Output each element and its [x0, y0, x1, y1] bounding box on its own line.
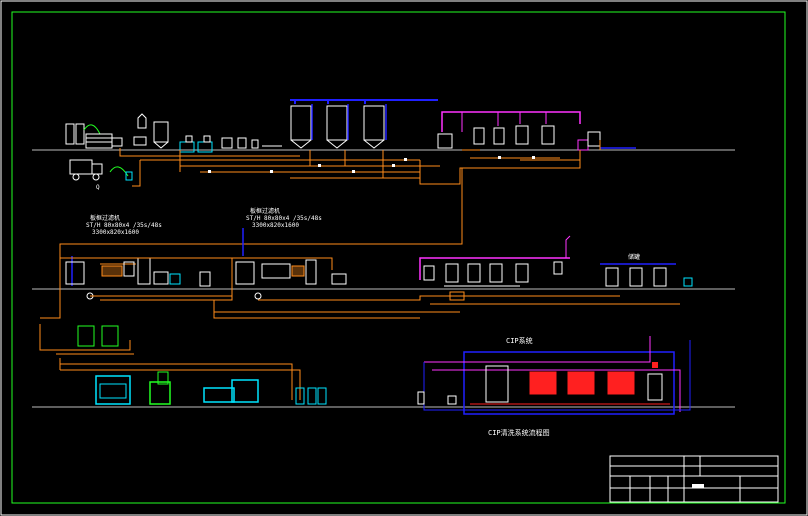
- title-block: [609, 455, 779, 503]
- line1-title: 板框过滤机: [90, 215, 121, 222]
- row3-left-units: [40, 325, 327, 405]
- line1-spec-a: ST/H 80x80x4 /35s/48s: [86, 222, 162, 229]
- row2-piping: [39, 257, 680, 351]
- tanks-right-title: 储罐: [628, 254, 641, 261]
- cip-bottom-label: CIP清洗系统流程图: [488, 429, 550, 437]
- row1-piping: [59, 140, 601, 258]
- row1-valves: [208, 156, 535, 173]
- row1-storage-tanks: [290, 99, 438, 149]
- inner-border: [11, 11, 786, 504]
- line2-spec-b: 3300x820x1600: [252, 222, 299, 229]
- row2-filter-press-1: [65, 256, 211, 300]
- line2-title: 板框过滤机: [250, 208, 281, 215]
- small-tag-q: Q: [96, 184, 100, 191]
- row2-filter-press-2: [235, 228, 347, 300]
- cip-system: [417, 336, 691, 415]
- row2-right-tanks: [419, 235, 693, 301]
- cip-top-label: CIP系统: [506, 337, 533, 345]
- row1-equipment: [65, 113, 282, 181]
- row1-right-cluster: [437, 111, 636, 151]
- line2-spec-a: ST/H 80x80x4 /35s/48s: [246, 215, 322, 222]
- line1-spec-b: 3300x820x1600: [92, 229, 139, 236]
